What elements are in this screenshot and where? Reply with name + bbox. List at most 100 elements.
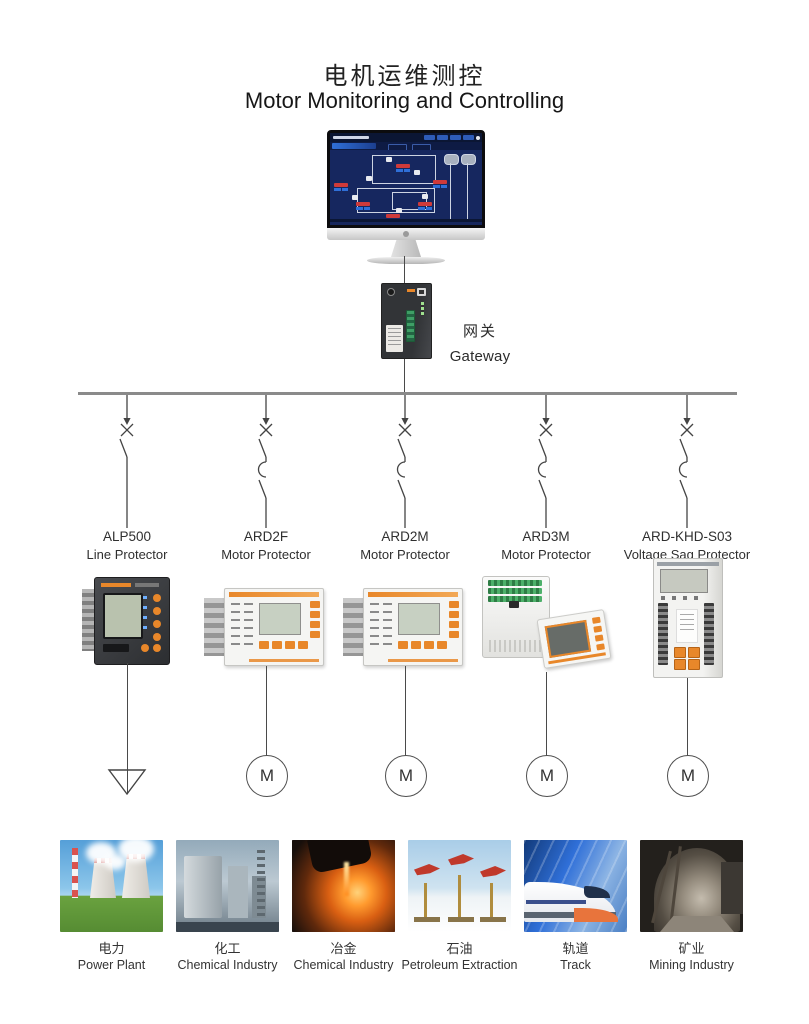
industry-label-zh: 冶金 xyxy=(330,941,357,956)
status-block xyxy=(356,202,370,210)
scada-mimic-canvas xyxy=(330,150,482,222)
device-alp500 xyxy=(82,577,170,665)
motor-symbol: M xyxy=(385,755,427,797)
status-block xyxy=(418,202,432,210)
motor-icon xyxy=(386,157,392,162)
motor-letter: M xyxy=(539,766,555,785)
lcd-screen xyxy=(660,569,708,593)
ethernet-port-icon xyxy=(509,601,519,608)
scada-title-placeholder xyxy=(333,136,369,139)
breaker-contactor-symbol xyxy=(257,395,273,528)
device-ard2m xyxy=(343,588,463,666)
gateway-device xyxy=(381,283,432,359)
status-block xyxy=(334,183,348,191)
transformer-icon xyxy=(461,154,476,165)
photo-metallurgy xyxy=(292,840,395,932)
terminal-block xyxy=(406,310,415,342)
gateway-caption: 网关 Gateway xyxy=(443,320,517,365)
industry-label-en: Mining Industry xyxy=(649,958,734,972)
industry-label-zh: 化工 xyxy=(214,941,241,956)
motor-symbol: M xyxy=(667,755,709,797)
gateway-sticker xyxy=(386,325,403,352)
gateway-leds xyxy=(421,302,424,316)
terminal-block xyxy=(488,596,542,602)
motor-icon xyxy=(414,170,420,175)
device-ard2f xyxy=(204,588,324,666)
motor-letter: M xyxy=(398,766,414,785)
scada-screen xyxy=(327,130,485,228)
scada-tabbar xyxy=(330,142,482,151)
motor-letter: M xyxy=(259,766,275,785)
motor-icon xyxy=(422,194,428,199)
branch-line xyxy=(265,666,267,756)
page-title-zh: 电机运维测控 xyxy=(323,63,486,90)
photo-train xyxy=(524,840,627,932)
photo-chemical-plant xyxy=(176,840,279,932)
lcd-screen xyxy=(398,603,440,635)
antenna-icon xyxy=(387,288,395,296)
scada-topbar xyxy=(330,133,482,142)
gateway-label-en: Gateway xyxy=(449,348,511,365)
monitor-logo xyxy=(403,231,409,237)
motor-icon xyxy=(396,208,402,213)
industry-label-zh: 轨道 xyxy=(562,941,589,956)
branch-line xyxy=(686,678,688,756)
breaker-symbol xyxy=(119,395,134,528)
photo-mining-tunnel xyxy=(640,840,743,932)
industry-label-en: Power Plant xyxy=(77,958,146,972)
device-model: ALP500 xyxy=(102,529,152,544)
status-block xyxy=(433,180,447,188)
device-model: ARD-KHD-S03 xyxy=(641,529,733,544)
device-type: Motor Protector xyxy=(360,547,450,562)
motor-letter: M xyxy=(680,766,696,785)
breaker-contactor-symbol xyxy=(537,395,553,528)
device-model: ARD2F xyxy=(243,529,289,544)
device-model: ARD3M xyxy=(522,529,570,544)
branch-line xyxy=(404,666,406,756)
load-arrow-symbol xyxy=(107,769,147,796)
link-monitor-gateway xyxy=(404,256,405,284)
device-model: ARD2M xyxy=(381,529,429,544)
device-type: Line Protector xyxy=(86,547,168,562)
transformer-icon xyxy=(444,154,459,165)
industry-label-en: Petroleum Extraction xyxy=(401,958,518,972)
link-gateway-bus xyxy=(404,356,405,393)
industry-label-en: Chemical Industry xyxy=(177,958,278,972)
breaker-contactor-symbol xyxy=(396,395,412,528)
lcd-screen xyxy=(544,619,592,659)
terminal-block xyxy=(704,603,714,665)
photo-power-plant xyxy=(60,840,163,932)
device-type: Motor Protector xyxy=(501,547,591,562)
motor-icon xyxy=(366,176,372,181)
industry-label-zh: 矿业 xyxy=(678,941,705,956)
bus-bar xyxy=(78,392,737,395)
branch-line xyxy=(545,672,547,756)
scada-active-tab xyxy=(332,143,376,149)
scada-topbar-buttons xyxy=(424,135,480,140)
device-ard3m xyxy=(482,572,612,672)
scada-monitor xyxy=(327,130,485,264)
industry-label-zh: 石油 xyxy=(446,941,473,956)
page-title-en: Motor Monitoring and Controlling xyxy=(244,88,565,113)
breaker-contactor-symbol xyxy=(678,395,694,528)
monitor-chin xyxy=(327,228,485,240)
industry-label-zh: 电力 xyxy=(98,941,125,956)
monitor-base xyxy=(367,257,445,264)
device-type: Motor Protector xyxy=(221,547,311,562)
terminal-block xyxy=(658,603,668,665)
ethernet-port-icon xyxy=(417,288,426,296)
lcd-screen xyxy=(259,603,301,635)
ard3m-display-unit xyxy=(536,608,612,670)
monitor-stand xyxy=(391,240,421,257)
industry-label-en: Chemical Industry xyxy=(293,958,394,972)
branch-line xyxy=(126,663,128,793)
photo-petroleum xyxy=(408,840,511,932)
user-icon xyxy=(476,135,480,140)
motor-icon xyxy=(352,195,358,200)
industry-label-en: Track xyxy=(560,958,591,972)
status-block xyxy=(396,164,410,172)
motor-symbol: M xyxy=(246,755,288,797)
lcd-screen xyxy=(103,593,143,639)
device-ard-khd-s03 xyxy=(653,558,727,678)
